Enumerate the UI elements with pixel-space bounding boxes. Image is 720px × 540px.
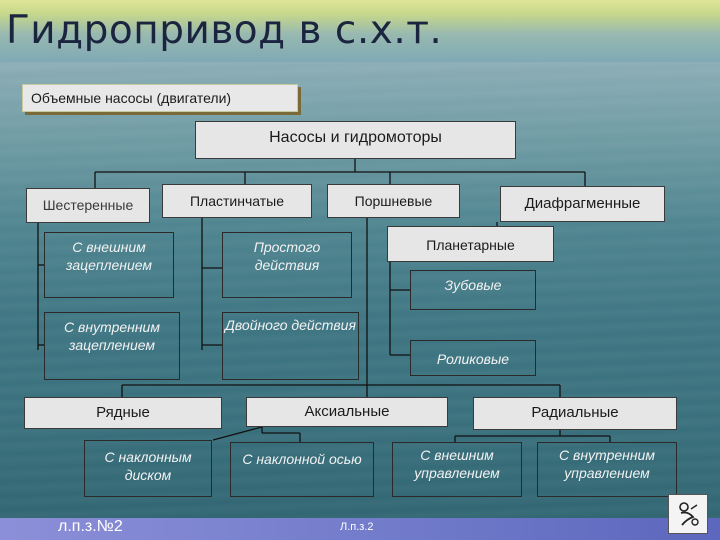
figure-logo-icon	[668, 494, 708, 534]
node-internal-control: С внутренним управлением	[537, 442, 677, 497]
node-toothed: Зубовые	[410, 270, 536, 310]
node-single-action: Простого действия	[222, 232, 352, 298]
legend-label: Объемные насосы (двигатели)	[22, 84, 298, 112]
title-band	[0, 0, 720, 62]
footer-band	[0, 518, 720, 540]
node-gear: Шестеренные	[26, 188, 150, 223]
slide-title: Гидропривод в с.х.т.	[6, 8, 443, 53]
node-double-action: Двойного действия	[222, 312, 359, 380]
node-vane: Пластинчатые	[162, 184, 312, 218]
node-planetary: Планетарные	[387, 226, 554, 262]
footer-left-label: л.п.з.№2	[58, 518, 123, 535]
figure-logo-icon-glyph	[679, 502, 699, 526]
node-internal-mesh: С внутренним зацеплением	[44, 312, 180, 380]
node-axial: Аксиальные	[246, 397, 448, 427]
node-radial: Радиальные	[473, 397, 677, 430]
node-inclined-disk: С наклонным диском	[84, 440, 212, 497]
node-inclined-axis: С наклонной осью	[230, 442, 374, 497]
node-diaphragm: Диафрагменные	[500, 186, 665, 222]
node-external-control: С внешним управлением	[392, 442, 522, 497]
node-piston: Поршневые	[327, 184, 460, 218]
node-external-mesh: С внешним зацеплением	[44, 232, 174, 298]
footer-center-label: Л.п.з.2	[340, 521, 374, 533]
node-root: Насосы и гидромоторы	[195, 121, 516, 159]
node-inline: Рядные	[24, 397, 222, 429]
node-roller: Роликовые	[410, 340, 536, 376]
